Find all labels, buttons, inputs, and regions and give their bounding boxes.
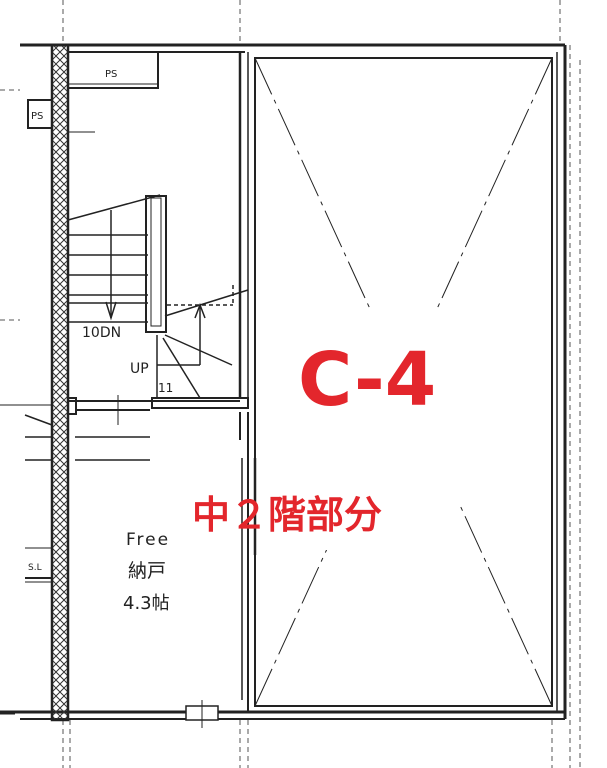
room-name-jp: 納戸 — [128, 560, 166, 582]
ps-label: PS — [31, 111, 43, 122]
label-backdrop — [280, 310, 460, 550]
staircase — [67, 194, 249, 399]
room-name-en: Free — [126, 530, 170, 550]
mezzanine-label: 中２階部分 — [192, 493, 382, 537]
stair-down-label: 10DN — [82, 325, 121, 341]
ps-shafts — [27, 51, 159, 133]
sl-label: S.L — [28, 563, 42, 573]
ps-label: PS — [105, 69, 117, 80]
unit-label: C-4 — [298, 337, 436, 423]
stair-count-label: 11 — [158, 381, 173, 395]
walls — [0, 43, 567, 728]
stair-up-label: UP — [130, 361, 149, 377]
room-size: 4.3帖 — [123, 593, 170, 614]
dimension-lines — [0, 0, 581, 768]
